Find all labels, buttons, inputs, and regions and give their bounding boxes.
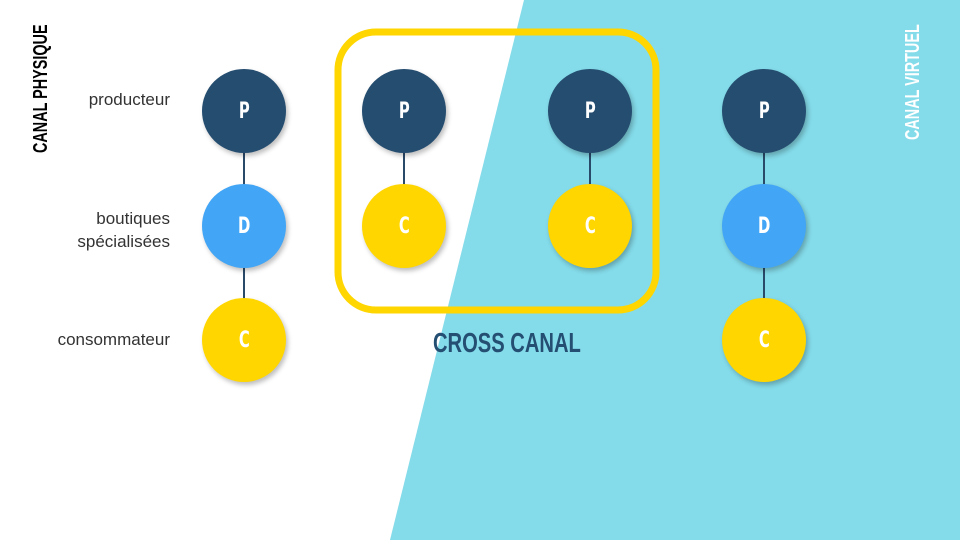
node-distributeur: D — [202, 184, 286, 268]
virtual-channel-area — [390, 0, 960, 540]
node-consommateur: C — [202, 298, 286, 382]
node-consommateur: C — [362, 184, 446, 268]
connector — [403, 150, 405, 190]
row-label-boutiques: boutiques spécialisées — [77, 209, 170, 251]
right-title: CANAL VIRTUEL — [902, 24, 924, 140]
row-label-producteur: producteur — [88, 90, 170, 109]
connector — [589, 150, 591, 190]
cross-canal-frame — [334, 28, 660, 314]
node-distributeur: D — [722, 184, 806, 268]
cross-canal-label: CROSS CANAL — [433, 327, 581, 358]
node-producteur: P — [548, 69, 632, 153]
node-consommateur: C — [722, 298, 806, 382]
node-producteur: P — [722, 69, 806, 153]
left-title: CANAL PHYSIQUE — [30, 24, 52, 153]
node-producteur: P — [362, 69, 446, 153]
node-producteur: P — [202, 69, 286, 153]
node-consommateur: C — [548, 184, 632, 268]
row-label-consommateur: consommateur — [57, 330, 170, 349]
